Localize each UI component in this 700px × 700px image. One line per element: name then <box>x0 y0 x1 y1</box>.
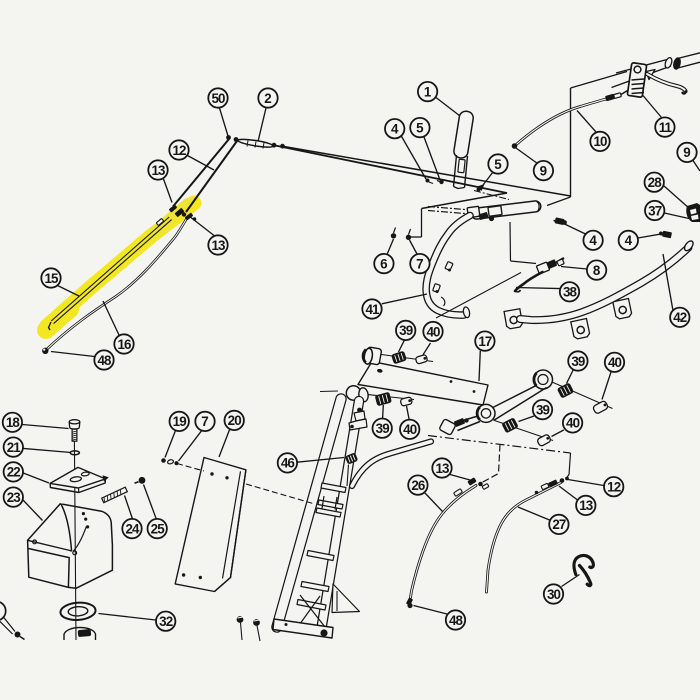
svg-text:13: 13 <box>579 498 593 513</box>
svg-text:26: 26 <box>411 478 425 493</box>
svg-text:9: 9 <box>683 145 690 160</box>
svg-text:4: 4 <box>625 233 633 248</box>
svg-text:24: 24 <box>125 521 140 536</box>
svg-text:30: 30 <box>547 587 561 602</box>
svg-text:41: 41 <box>365 302 380 317</box>
svg-text:42: 42 <box>673 310 687 325</box>
svg-text:8: 8 <box>593 263 601 278</box>
svg-text:48: 48 <box>449 613 464 628</box>
svg-text:39: 39 <box>571 354 585 369</box>
svg-text:9: 9 <box>540 163 547 178</box>
svg-text:7: 7 <box>416 256 423 271</box>
svg-text:39: 39 <box>399 323 413 338</box>
svg-text:1: 1 <box>424 84 432 99</box>
svg-text:2: 2 <box>264 91 271 106</box>
svg-text:11: 11 <box>659 120 673 135</box>
svg-text:20: 20 <box>228 413 242 428</box>
svg-text:15: 15 <box>44 271 59 286</box>
svg-text:32: 32 <box>159 614 173 629</box>
svg-text:50: 50 <box>211 91 225 106</box>
svg-text:22: 22 <box>7 465 21 480</box>
svg-text:23: 23 <box>7 490 21 505</box>
svg-text:39: 39 <box>376 421 390 436</box>
svg-text:16: 16 <box>117 337 131 352</box>
svg-text:12: 12 <box>172 143 186 158</box>
svg-text:21: 21 <box>7 440 22 455</box>
svg-text:48: 48 <box>97 353 112 368</box>
svg-text:28: 28 <box>648 175 663 190</box>
svg-text:37: 37 <box>648 203 662 218</box>
svg-text:5: 5 <box>416 120 424 135</box>
svg-text:40: 40 <box>566 416 580 431</box>
svg-text:13: 13 <box>151 163 165 178</box>
svg-text:19: 19 <box>173 414 187 429</box>
svg-text:38: 38 <box>563 285 578 300</box>
svg-text:7: 7 <box>201 414 208 429</box>
svg-text:10: 10 <box>593 134 607 149</box>
svg-text:40: 40 <box>403 422 417 437</box>
svg-text:40: 40 <box>426 324 440 339</box>
svg-text:39: 39 <box>536 402 550 417</box>
svg-text:4: 4 <box>391 122 399 137</box>
svg-text:40: 40 <box>608 355 622 370</box>
svg-text:4: 4 <box>589 233 597 248</box>
svg-text:18: 18 <box>6 415 21 430</box>
svg-text:12: 12 <box>607 480 621 495</box>
svg-text:27: 27 <box>552 517 566 532</box>
svg-text:13: 13 <box>435 461 449 476</box>
svg-text:46: 46 <box>281 456 295 471</box>
svg-text:25: 25 <box>151 521 166 536</box>
svg-text:13: 13 <box>211 238 225 253</box>
svg-text:6: 6 <box>380 256 387 271</box>
svg-text:5: 5 <box>494 157 502 172</box>
svg-text:17: 17 <box>478 334 492 349</box>
